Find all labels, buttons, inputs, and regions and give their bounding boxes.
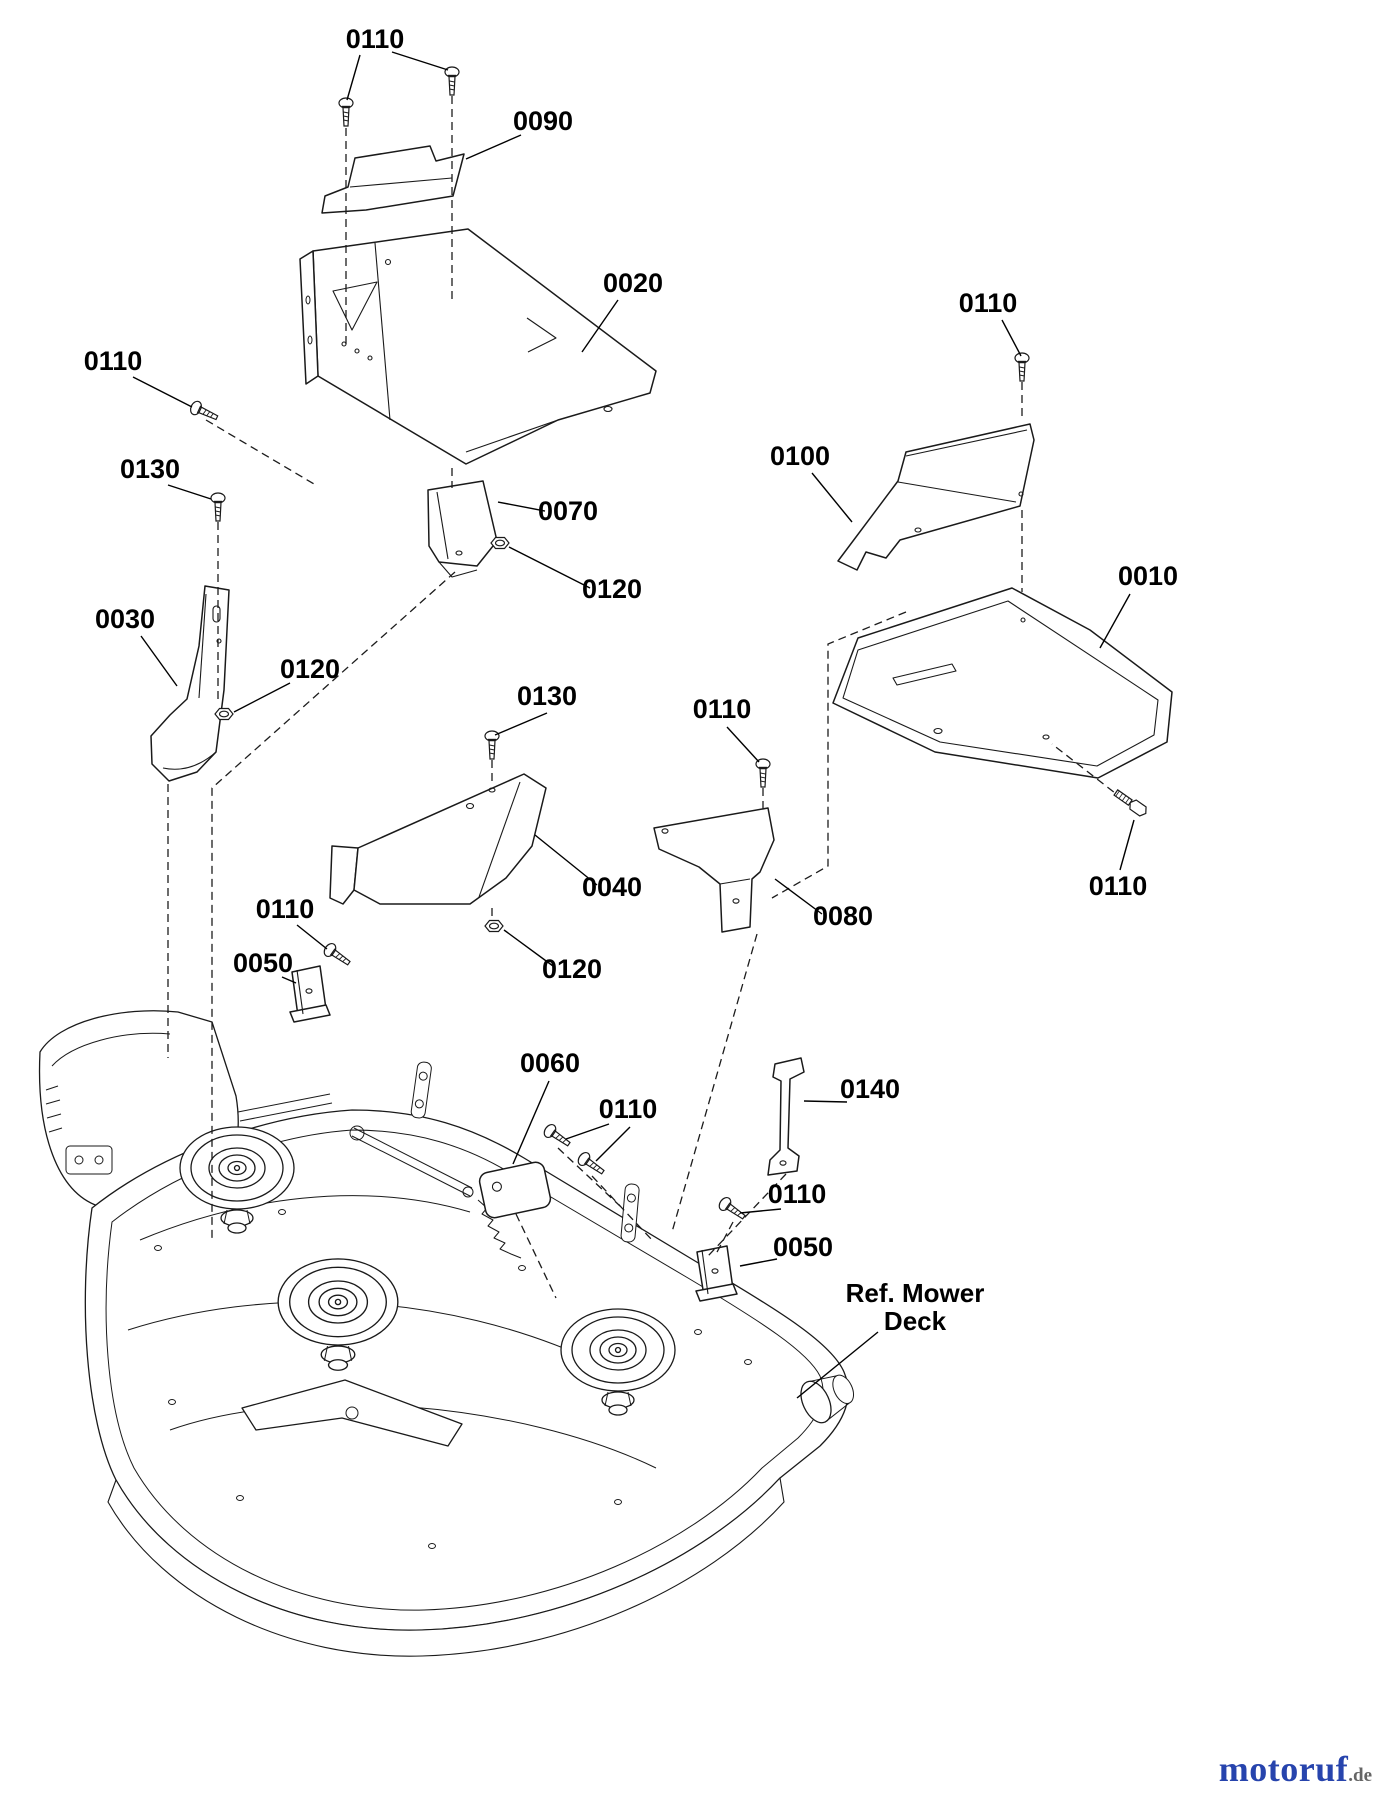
screw-0110 xyxy=(444,66,460,96)
part-0030-side-baffle xyxy=(150,585,230,782)
callout-0110-top: 0110 xyxy=(346,24,405,54)
hex-bolt-0110 xyxy=(1112,787,1150,819)
ref-mower-deck-label-line2: Deck xyxy=(884,1306,947,1336)
callout-0140: 0140 xyxy=(840,1074,900,1104)
screw-0110 xyxy=(321,940,354,970)
part-0040-center-baffle xyxy=(329,773,547,905)
callout-0110-mid: 0110 xyxy=(693,694,752,724)
part-0070-baffle-bracket xyxy=(427,480,498,578)
callout-0010: 0010 xyxy=(1118,561,1178,591)
callout-0080: 0080 xyxy=(813,901,873,931)
screw-0130 xyxy=(484,730,500,760)
screw-0130 xyxy=(210,492,226,522)
callout-0040: 0040 xyxy=(582,872,642,902)
callout-0110-left: 0110 xyxy=(84,346,143,376)
screw-0110 xyxy=(755,758,771,788)
callout-0110-near-0050-left: 0110 xyxy=(256,894,315,924)
screw-0110 xyxy=(338,97,354,127)
screw-0110 xyxy=(1014,352,1030,382)
callout-labels: 0110 0090 0020 0110 0110 0100 0070 0130 … xyxy=(84,24,1178,1336)
callout-0120-center: 0120 xyxy=(582,574,642,604)
part-0090-bracket-plate xyxy=(321,145,465,214)
watermark-motoruf: motoruf.de xyxy=(1219,1748,1372,1790)
nut-0120 xyxy=(214,707,234,721)
deck-hanger-link xyxy=(410,1061,432,1119)
callout-0120-bottom: 0120 xyxy=(542,954,602,984)
part-0020-belt-cover xyxy=(299,228,657,465)
deck-hanger-link xyxy=(620,1183,640,1243)
callout-0110-near-0050-right: 0110 xyxy=(768,1179,827,1209)
mower-deck-reference-drawing xyxy=(38,1010,855,1657)
nut-0120 xyxy=(490,536,510,550)
callout-0130-left: 0130 xyxy=(120,454,180,484)
callout-0050-right: 0050 xyxy=(773,1232,833,1262)
callout-0090: 0090 xyxy=(513,106,573,136)
mower-blade xyxy=(241,1379,463,1447)
part-0080-support-bracket xyxy=(653,807,775,933)
callout-0110-bottom-right: 0110 xyxy=(1089,871,1148,901)
assembly-dashed-lines xyxy=(167,96,1125,1299)
callout-0030: 0030 xyxy=(95,604,155,634)
callout-0110-right-top: 0110 xyxy=(959,288,1018,318)
callout-0130-center: 0130 xyxy=(517,681,577,711)
callout-0120-left: 0120 xyxy=(280,654,340,684)
callout-0110-near-0060: 0110 xyxy=(599,1094,658,1124)
part-0010-discharge-cover xyxy=(832,587,1173,779)
callout-0070: 0070 xyxy=(538,496,598,526)
part-0050-bracket-left xyxy=(289,965,331,1023)
nut-0120 xyxy=(484,919,504,933)
callout-leader-lines xyxy=(132,51,1135,1399)
watermark-tld: .de xyxy=(1348,1765,1372,1786)
callout-0100: 0100 xyxy=(770,441,830,471)
watermark-brand: motoruf xyxy=(1218,1749,1349,1789)
ref-mower-deck-label-line1: Ref. Mower xyxy=(846,1278,985,1308)
exploded-parts xyxy=(150,145,1173,1302)
callout-0050-left: 0050 xyxy=(233,948,293,978)
part-0140-strap-bracket xyxy=(767,1057,805,1176)
screw-0110 xyxy=(716,1194,749,1224)
part-0060-mount-plate xyxy=(478,1161,552,1219)
callout-0060: 0060 xyxy=(520,1048,580,1078)
deck-roller xyxy=(800,1374,855,1424)
callout-0020: 0020 xyxy=(603,268,663,298)
part-0100-rear-baffle xyxy=(837,423,1035,571)
screw-0110 xyxy=(187,398,221,425)
part-0050-bracket-right xyxy=(695,1245,738,1302)
screw-0110 xyxy=(541,1121,574,1151)
